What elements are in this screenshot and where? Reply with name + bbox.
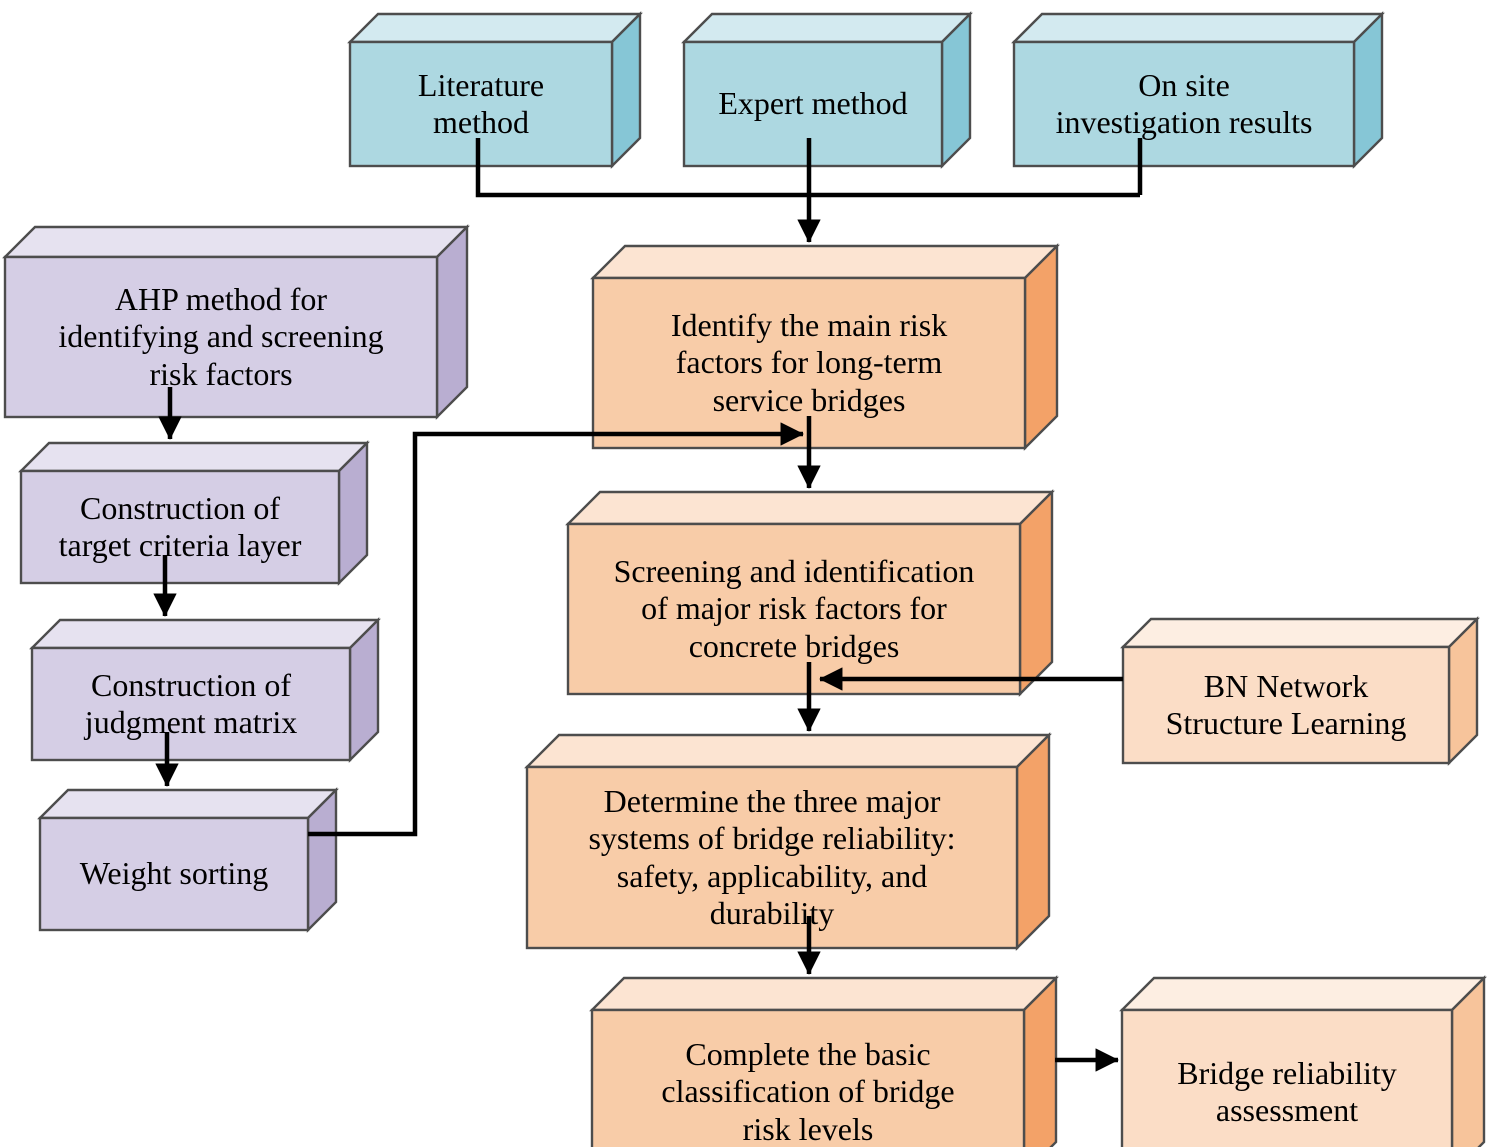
boxes-layer (2, 11, 1487, 1147)
node-top-face (18, 441, 370, 473)
node-front-face (1012, 40, 1356, 168)
node-determine-three-systems[interactable] (524, 732, 1052, 951)
node-side-face (940, 11, 972, 169)
node-screening-major-risk-factors[interactable] (565, 489, 1055, 697)
node-on-site-investigation-results[interactable] (1011, 11, 1385, 169)
node-bridge-reliability-assessment[interactable] (1119, 975, 1487, 1147)
node-identify-main-risk-factors[interactable] (590, 243, 1060, 451)
node-side-face (1015, 732, 1051, 951)
node-front-face (3, 255, 439, 419)
node-top-face (589, 976, 1059, 1012)
node-top-face (1011, 12, 1385, 44)
node-front-face (19, 469, 341, 585)
node-top-face (1119, 976, 1487, 1012)
node-top-face (565, 490, 1055, 526)
node-side-face (1023, 243, 1059, 451)
node-top-face (1120, 617, 1480, 649)
node-weight-sorting[interactable] (37, 787, 339, 933)
node-front-face (590, 1008, 1026, 1147)
node-top-face (681, 12, 973, 44)
node-top-face (29, 618, 381, 650)
node-top-face (347, 12, 643, 44)
node-front-face (525, 765, 1019, 950)
node-bn-network-structure-learning[interactable] (1120, 616, 1480, 766)
connectors-layer (153, 138, 1143, 1072)
node-front-face (1120, 1008, 1454, 1147)
node-front-face (30, 646, 352, 762)
node-top-face (524, 733, 1052, 769)
node-literature-method[interactable] (347, 11, 643, 169)
node-side-face (435, 224, 469, 420)
node-ahp-method[interactable] (2, 224, 470, 420)
node-top-face (37, 788, 339, 820)
node-front-face (1121, 645, 1451, 765)
node-front-face (682, 40, 944, 168)
connector-weight-sorting-to-main-flow (308, 422, 804, 837)
node-judgment-matrix[interactable] (29, 617, 381, 763)
connector-literature-to-bus (475, 138, 1140, 198)
node-front-face (348, 40, 614, 168)
node-side-face (1018, 489, 1054, 697)
node-side-face (1352, 11, 1384, 169)
node-top-face (2, 225, 470, 259)
node-expert-method[interactable] (681, 11, 973, 169)
node-complete-basic-classification[interactable] (589, 975, 1059, 1147)
node-front-face (38, 816, 310, 932)
node-top-face (590, 244, 1060, 280)
node-target-criteria-layer[interactable] (18, 440, 370, 586)
node-front-face (566, 522, 1022, 696)
node-side-face (610, 11, 642, 169)
